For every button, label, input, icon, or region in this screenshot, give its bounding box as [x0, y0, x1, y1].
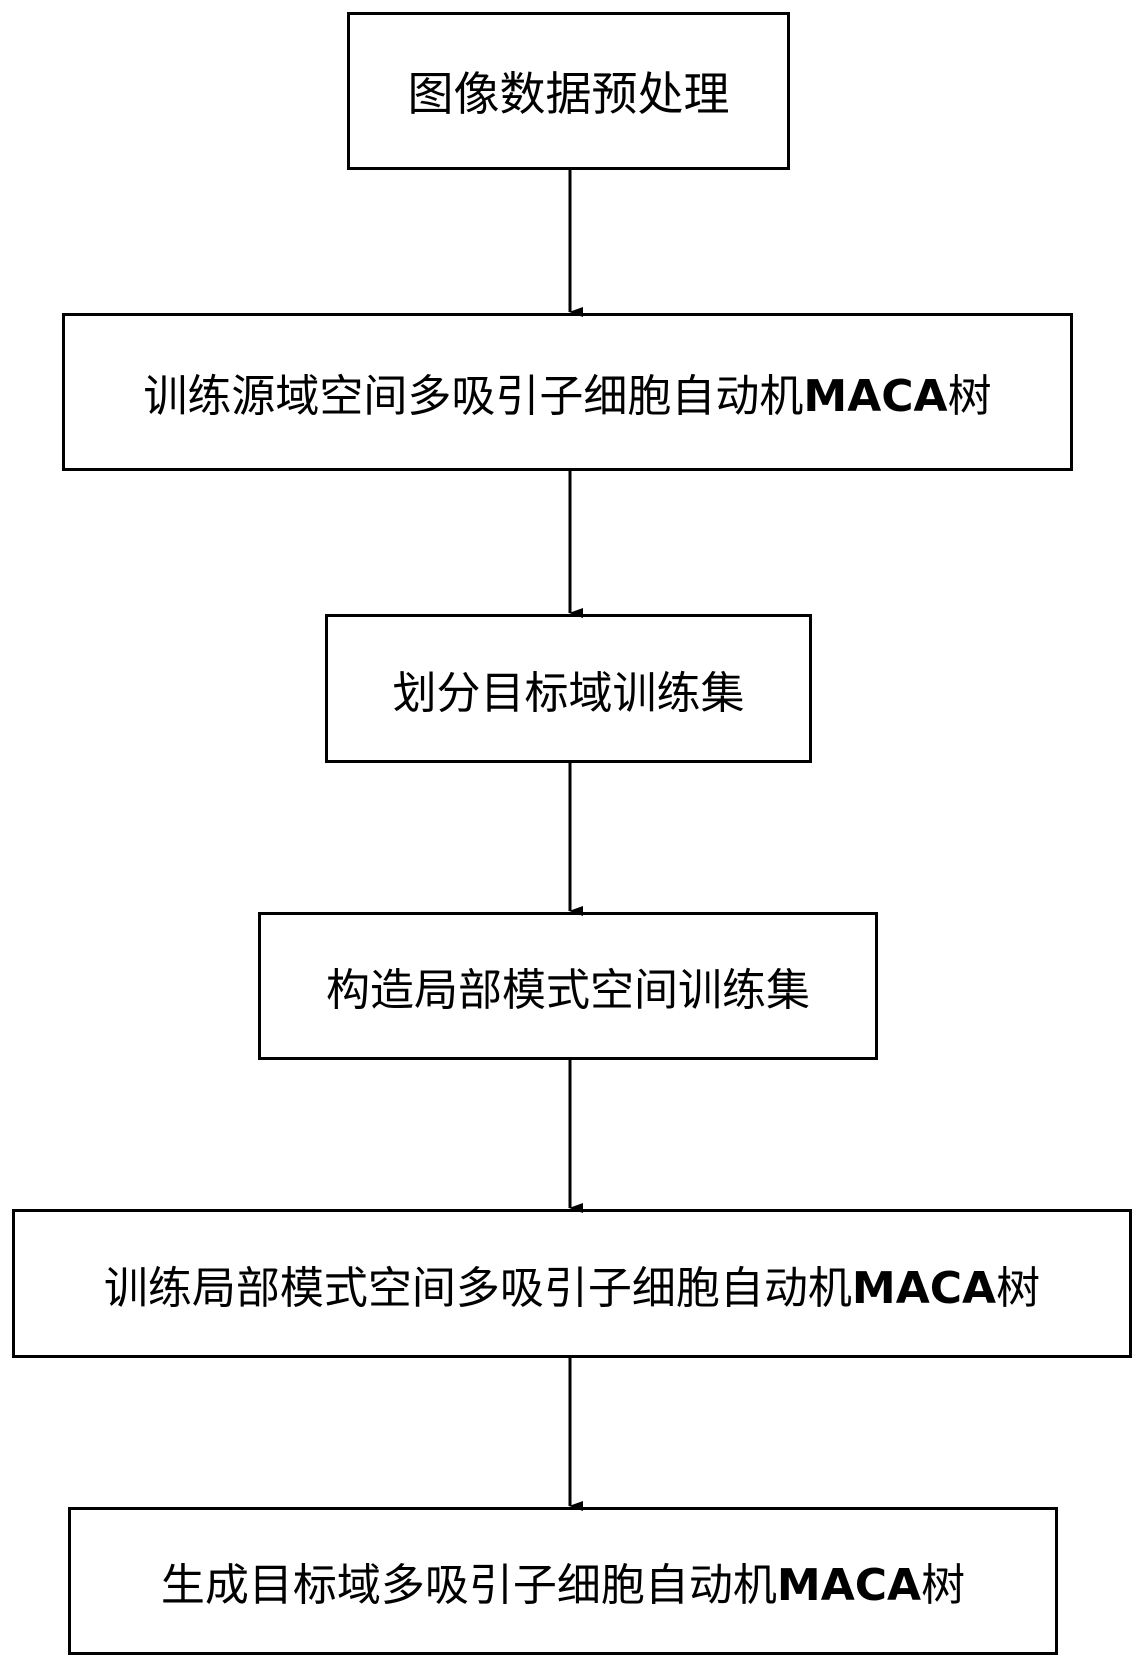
flow-connectors — [0, 0, 1141, 1668]
